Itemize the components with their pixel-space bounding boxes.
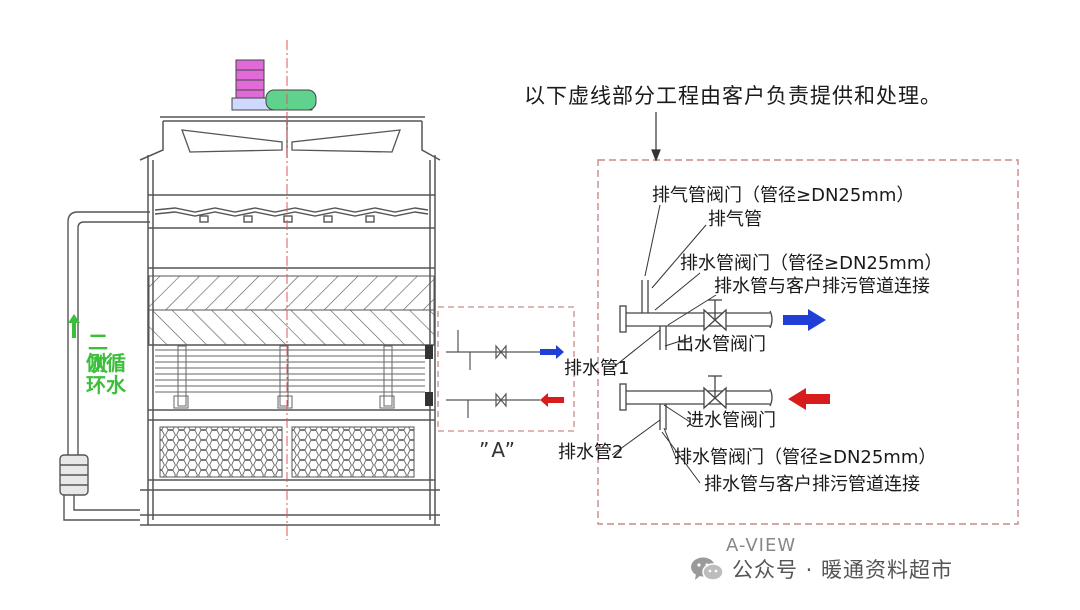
fill-media-upper xyxy=(148,275,435,311)
riser-pipe xyxy=(59,211,150,521)
vent-pipe-label: 排气管 xyxy=(708,209,762,230)
drain-connect-top-label: 排水管与客户排污管道连接 xyxy=(714,276,930,297)
air-inlet-left xyxy=(159,426,283,478)
inlet-arrow xyxy=(788,388,830,410)
drain-pipe-1-label: 排水管1 xyxy=(564,358,630,379)
fan xyxy=(181,118,401,158)
left-label-row2: 侧循 xyxy=(86,351,126,375)
top-note: 以下虚线部分工程由客户负责提供和处理。 xyxy=(524,84,942,108)
detail-a-box xyxy=(437,306,575,432)
left-label-line1: 二次 xyxy=(88,330,108,376)
drain-pipe-2-label: 排水管2 xyxy=(558,442,624,463)
up-arrow-icon xyxy=(68,314,80,338)
outlet-arrow-small xyxy=(540,345,564,359)
outlet-arrow xyxy=(783,309,826,331)
drain-connect-bottom-label: 排水管与客户排污管道连接 xyxy=(704,474,920,495)
drain-valve-top-label: 排水管阀门（管径≥DN25mm） xyxy=(680,253,943,274)
outlet-valve-label: 出水管阀门 xyxy=(676,334,766,355)
left-vertical-label-col1: 二次 xyxy=(88,331,110,375)
left-label-row3: 环水 xyxy=(86,373,126,397)
inlet-valve-label: 进水管阀门 xyxy=(686,410,776,431)
motor xyxy=(231,59,317,111)
watermark-text: 公众号 · 暖通资料超市 xyxy=(732,558,954,582)
outlet-piping xyxy=(619,280,773,350)
coil-bundle xyxy=(155,345,425,409)
left-vertical-label: 二次 侧循 环水 xyxy=(86,330,126,396)
vent-valve-label: 排气管阀门（管径≥DN25mm） xyxy=(652,185,915,206)
watermark: 公众号 · 暖通资料超市 xyxy=(690,554,953,584)
spray-header xyxy=(154,207,429,223)
view-label: A-VIEW xyxy=(726,535,797,556)
detail-a-piping xyxy=(446,330,540,418)
wechat-logo-icon xyxy=(691,557,724,581)
label-leaders xyxy=(609,204,717,484)
customer-scope-box xyxy=(597,159,1019,525)
air-inlet-right xyxy=(291,426,415,478)
note-leader xyxy=(651,112,661,162)
inlet-arrow-small xyxy=(540,393,564,407)
drain-valve-bottom-label: 排水管阀门（管径≥DN25mm） xyxy=(674,447,937,468)
detail-a-marker: ”A” xyxy=(479,438,517,462)
fill-media-lower xyxy=(148,309,435,346)
inlet-piping xyxy=(619,375,773,430)
